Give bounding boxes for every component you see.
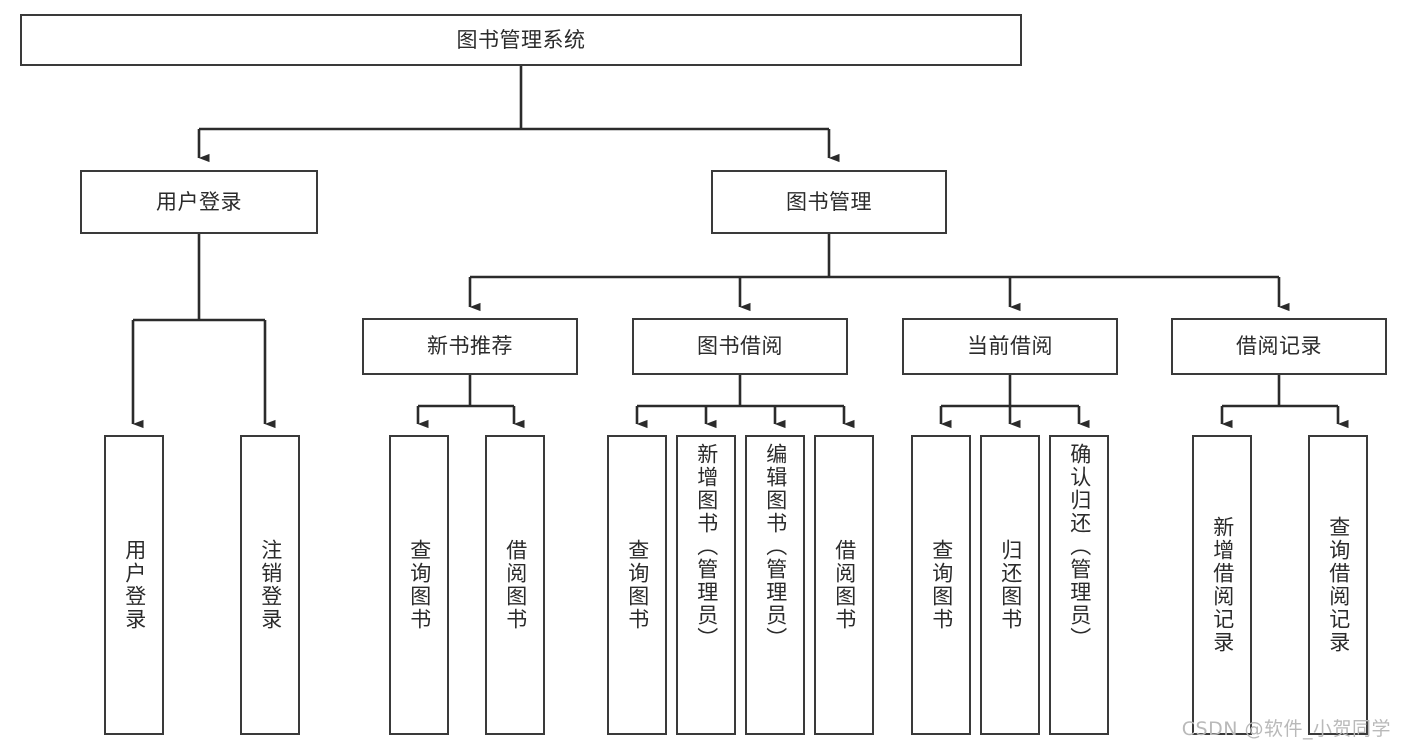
leaf-borrow-add-book-admin[interactable]: 新增图书（管理员） xyxy=(676,435,736,735)
node-current-borrow[interactable]: 当前借阅 xyxy=(902,318,1118,375)
node-label: 图书借阅 xyxy=(697,334,783,359)
node-label: 用户登录 xyxy=(122,539,147,631)
node-label: 图书管理 xyxy=(786,189,872,214)
leaf-recommend-query-book[interactable]: 查询图书 xyxy=(389,435,449,735)
leaf-borrow-borrow-book[interactable]: 借阅图书 xyxy=(814,435,874,735)
node-label: 确认归还（管理员） xyxy=(1067,443,1092,650)
node-label: 图书管理系统 xyxy=(456,27,586,52)
leaf-current-return-book[interactable]: 归还图书 xyxy=(980,435,1040,735)
node-label: 注销登录 xyxy=(258,539,283,631)
node-label: 新增借阅记录 xyxy=(1210,516,1235,654)
leaf-record-query-record[interactable]: 查询借阅记录 xyxy=(1308,435,1368,735)
node-label: 新增图书（管理员） xyxy=(694,443,719,650)
leaf-user-login-logout[interactable]: 注销登录 xyxy=(240,435,300,735)
node-label: 借阅记录 xyxy=(1236,334,1322,359)
node-label: 借阅图书 xyxy=(503,539,528,631)
leaf-user-login-login[interactable]: 用户登录 xyxy=(104,435,164,735)
leaf-record-add-record[interactable]: 新增借阅记录 xyxy=(1192,435,1252,735)
leaf-borrow-edit-book-admin[interactable]: 编辑图书（管理员） xyxy=(745,435,805,735)
node-book-management[interactable]: 图书管理 xyxy=(711,170,947,234)
node-book-borrow[interactable]: 图书借阅 xyxy=(632,318,848,375)
node-new-book-recommend[interactable]: 新书推荐 xyxy=(362,318,578,375)
node-label: 查询图书 xyxy=(625,539,650,631)
leaf-recommend-borrow-book[interactable]: 借阅图书 xyxy=(485,435,545,735)
node-root-book-management-system[interactable]: 图书管理系统 xyxy=(20,14,1022,66)
node-label: 当前借阅 xyxy=(967,334,1053,359)
node-label: 查询借阅记录 xyxy=(1326,516,1351,654)
node-user-login[interactable]: 用户登录 xyxy=(80,170,318,234)
leaf-borrow-query-book[interactable]: 查询图书 xyxy=(607,435,667,735)
node-label: 归还图书 xyxy=(998,539,1023,631)
node-label: 编辑图书（管理员） xyxy=(763,443,788,650)
node-label: 查询图书 xyxy=(407,539,432,631)
node-borrow-record[interactable]: 借阅记录 xyxy=(1171,318,1387,375)
leaf-current-query-book[interactable]: 查询图书 xyxy=(911,435,971,735)
node-label: 用户登录 xyxy=(156,189,242,214)
node-label: 查询图书 xyxy=(929,539,954,631)
leaf-current-confirm-return-admin[interactable]: 确认归还（管理员） xyxy=(1049,435,1109,735)
node-label: 新书推荐 xyxy=(427,334,513,359)
node-label: 借阅图书 xyxy=(832,539,857,631)
